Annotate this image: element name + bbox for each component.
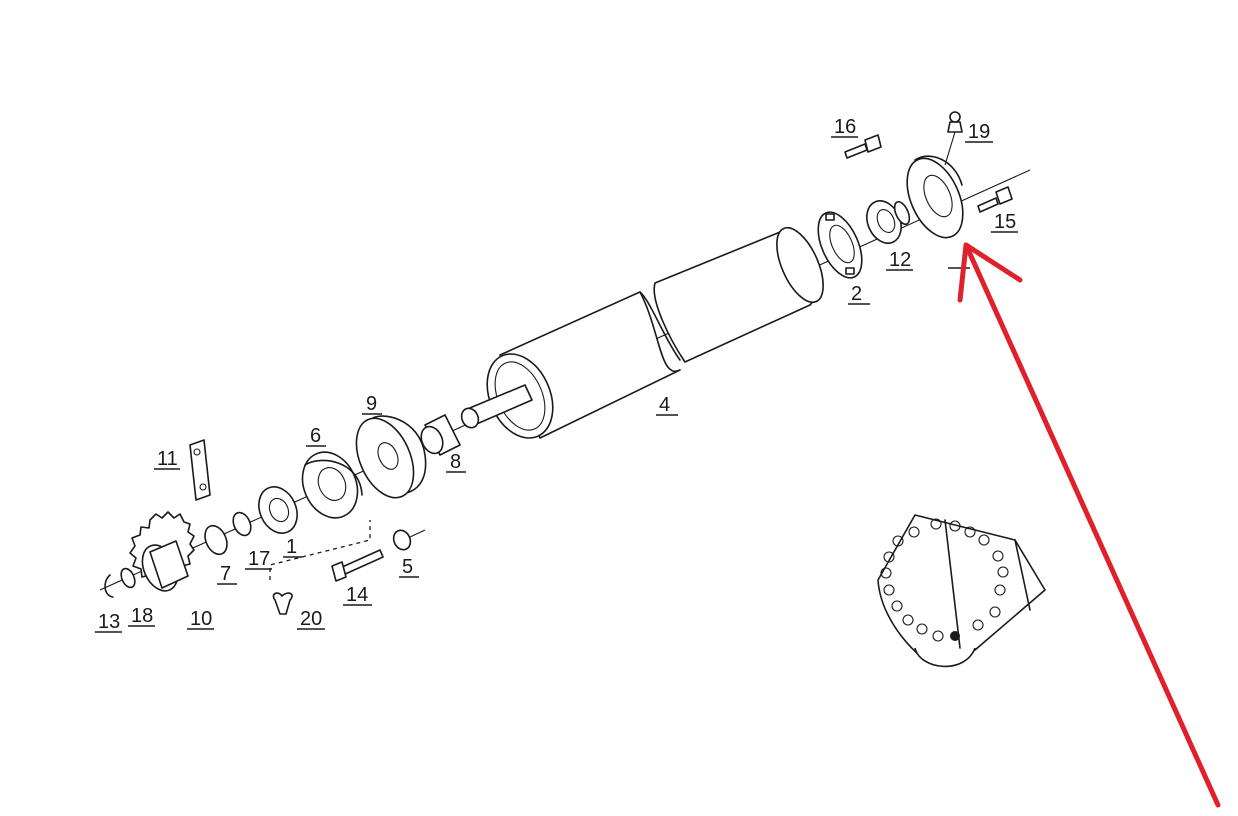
grease-nipple-icon <box>944 111 963 166</box>
part-13-circlip <box>104 574 114 598</box>
label-16: 16 <box>834 116 856 138</box>
label-18: 18 <box>131 605 153 627</box>
label-9: 9 <box>366 393 377 415</box>
part-12-bearing <box>866 200 911 244</box>
label-8: 8 <box>450 451 461 473</box>
label-4: 4 <box>659 394 670 416</box>
part-5-nut <box>392 529 426 551</box>
part-9-flange-disc <box>355 415 427 499</box>
part-4-roller-tube <box>460 226 824 439</box>
hole-pattern <box>880 518 1009 642</box>
label-12: 12 <box>889 249 911 271</box>
part-18-washer <box>120 567 136 589</box>
label-15: 15 <box>994 211 1016 233</box>
part-17-ring <box>232 511 252 537</box>
part-16-bolt <box>844 134 882 159</box>
label-2: 2 <box>851 283 862 305</box>
label-1: 1 <box>286 536 297 558</box>
label-7: 7 <box>220 563 231 585</box>
label-10: 10 <box>190 608 212 630</box>
label-14: 14 <box>346 584 368 606</box>
label-19: 19 <box>968 121 990 143</box>
label-11: 11 <box>157 448 178 470</box>
part-14-bolt <box>331 549 384 582</box>
part-11-chain-link <box>189 439 211 501</box>
part-20-leader <box>269 520 371 580</box>
red-arrow-icon <box>957 242 1221 808</box>
hole-marked <box>950 631 960 641</box>
flange-detail-inset <box>877 514 1046 668</box>
part-labels: 1 2 4 5 6 7 8 9 10 11 12 13 14 15 16 17 … <box>95 116 1018 633</box>
label-5: 5 <box>402 556 413 578</box>
part-10-sprocket <box>129 511 195 592</box>
label-6: 6 <box>310 425 321 447</box>
label-13: 13 <box>98 611 120 633</box>
part-15-bolt <box>977 186 1013 213</box>
part-7-spacer <box>204 524 228 556</box>
label-17: 17 <box>248 548 270 570</box>
part-20-wing-nut <box>272 592 293 615</box>
part-8-bushing <box>420 414 461 456</box>
label-20: 20 <box>300 608 322 630</box>
part-1-bearing <box>258 486 298 534</box>
part-3-end-cover <box>906 155 964 239</box>
part-6-hub <box>301 451 363 519</box>
part-2-bearing-flange <box>817 211 863 279</box>
